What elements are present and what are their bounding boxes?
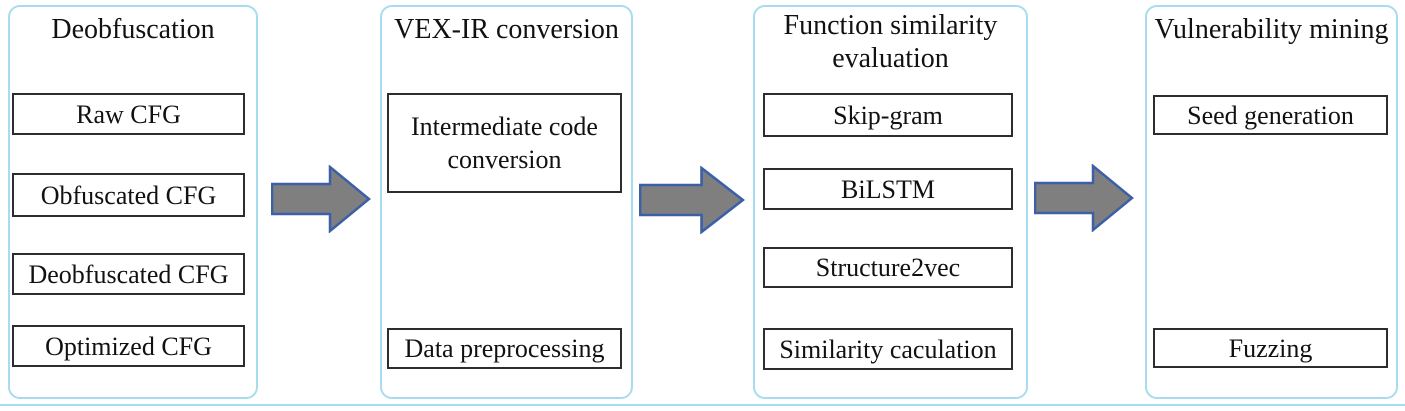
panel-title: VEX-IR conversion [394,14,619,45]
step-box-obfuscated-cfg: Obfuscated CFG [12,173,245,217]
step-box-intermediate-code-conversion: Intermediate code conversion [387,93,622,193]
step-box-structure2vec: Structure2vec [763,247,1013,288]
panel-vex-ir-conversion: VEX-IR conversion Intermediate code conv… [380,5,633,399]
flow-arrow-1 [271,165,371,233]
flow-arrow-2 [639,166,745,234]
panel-title: Deobfuscation [51,14,215,45]
figure-bottom-rule [0,404,1405,406]
arrow-right-icon [639,166,745,234]
step-box-seed-generation: Seed generation [1153,95,1388,135]
step-box-data-preprocessing: Data preprocessing [387,328,622,369]
arrow-right-icon [271,165,371,233]
panel-function-similarity-evaluation: Function similarity evaluation Skip-gram… [753,5,1028,399]
step-box-skip-gram: Skip-gram [763,93,1013,137]
step-box-optimized-cfg: Optimized CFG [12,325,245,367]
panel-vulnerability-mining: Vulnerability mining Seed generation Fuz… [1145,5,1398,399]
step-box-similarity-calculation: Similarity caculation [763,328,1013,370]
panel-title: Function similarity evaluation [783,10,998,74]
step-box-fuzzing: Fuzzing [1153,328,1388,368]
step-box-deobfuscated-cfg: Deobfuscated CFG [12,253,245,295]
panel-title: Vulnerability mining [1154,14,1389,45]
arrow-right-icon [1034,164,1134,232]
step-box-raw-cfg: Raw CFG [12,93,245,135]
flow-arrow-3 [1034,164,1134,232]
panel-deobfuscation: Deobfuscation Raw CFG Obfuscated CFG Deo… [8,5,258,399]
step-box-bilstm: BiLSTM [763,168,1013,210]
